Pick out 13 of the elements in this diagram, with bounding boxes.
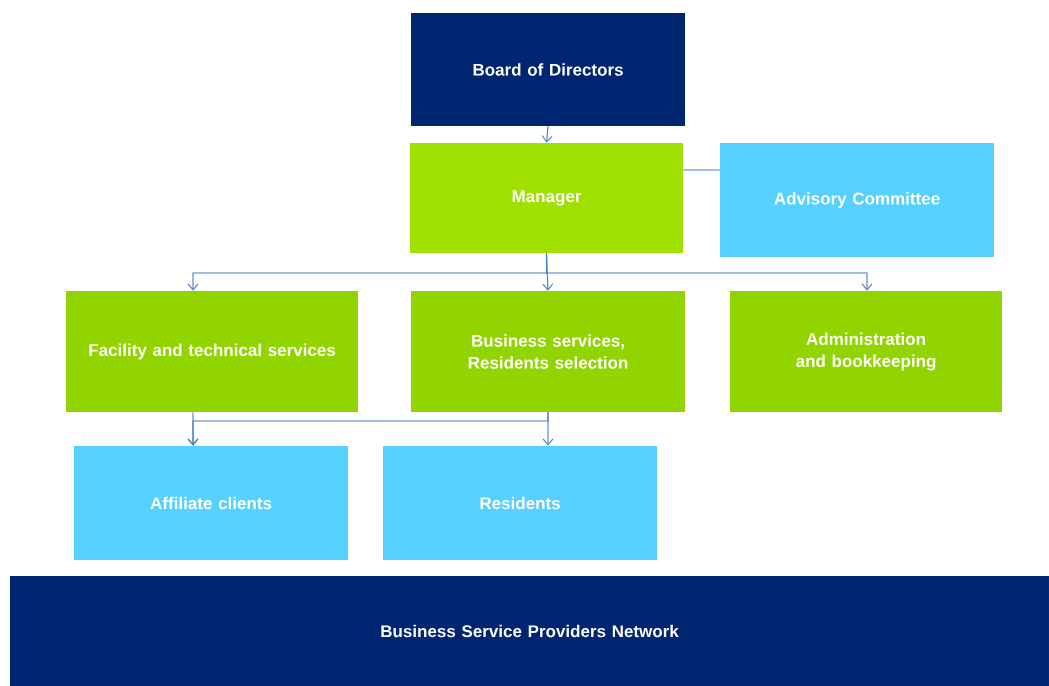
- org-box: Manager: [410, 143, 683, 253]
- org-box: Board of Directors: [411, 13, 685, 126]
- connector: [187, 411, 549, 446]
- connector: [682, 169, 721, 171]
- org-box: Facility and technical services: [66, 291, 358, 412]
- org-box: Advisory Committee: [720, 143, 994, 257]
- connector: [541, 125, 553, 143]
- network-band: Business Service Providers Network: [10, 576, 1049, 686]
- org-box: Business services, Residents selection: [411, 291, 685, 412]
- org-box: Affiliate clients: [74, 446, 348, 560]
- connector: [545, 252, 873, 291]
- org-box: Residents: [383, 446, 657, 560]
- org-box: Administration and bookkeeping: [730, 291, 1002, 412]
